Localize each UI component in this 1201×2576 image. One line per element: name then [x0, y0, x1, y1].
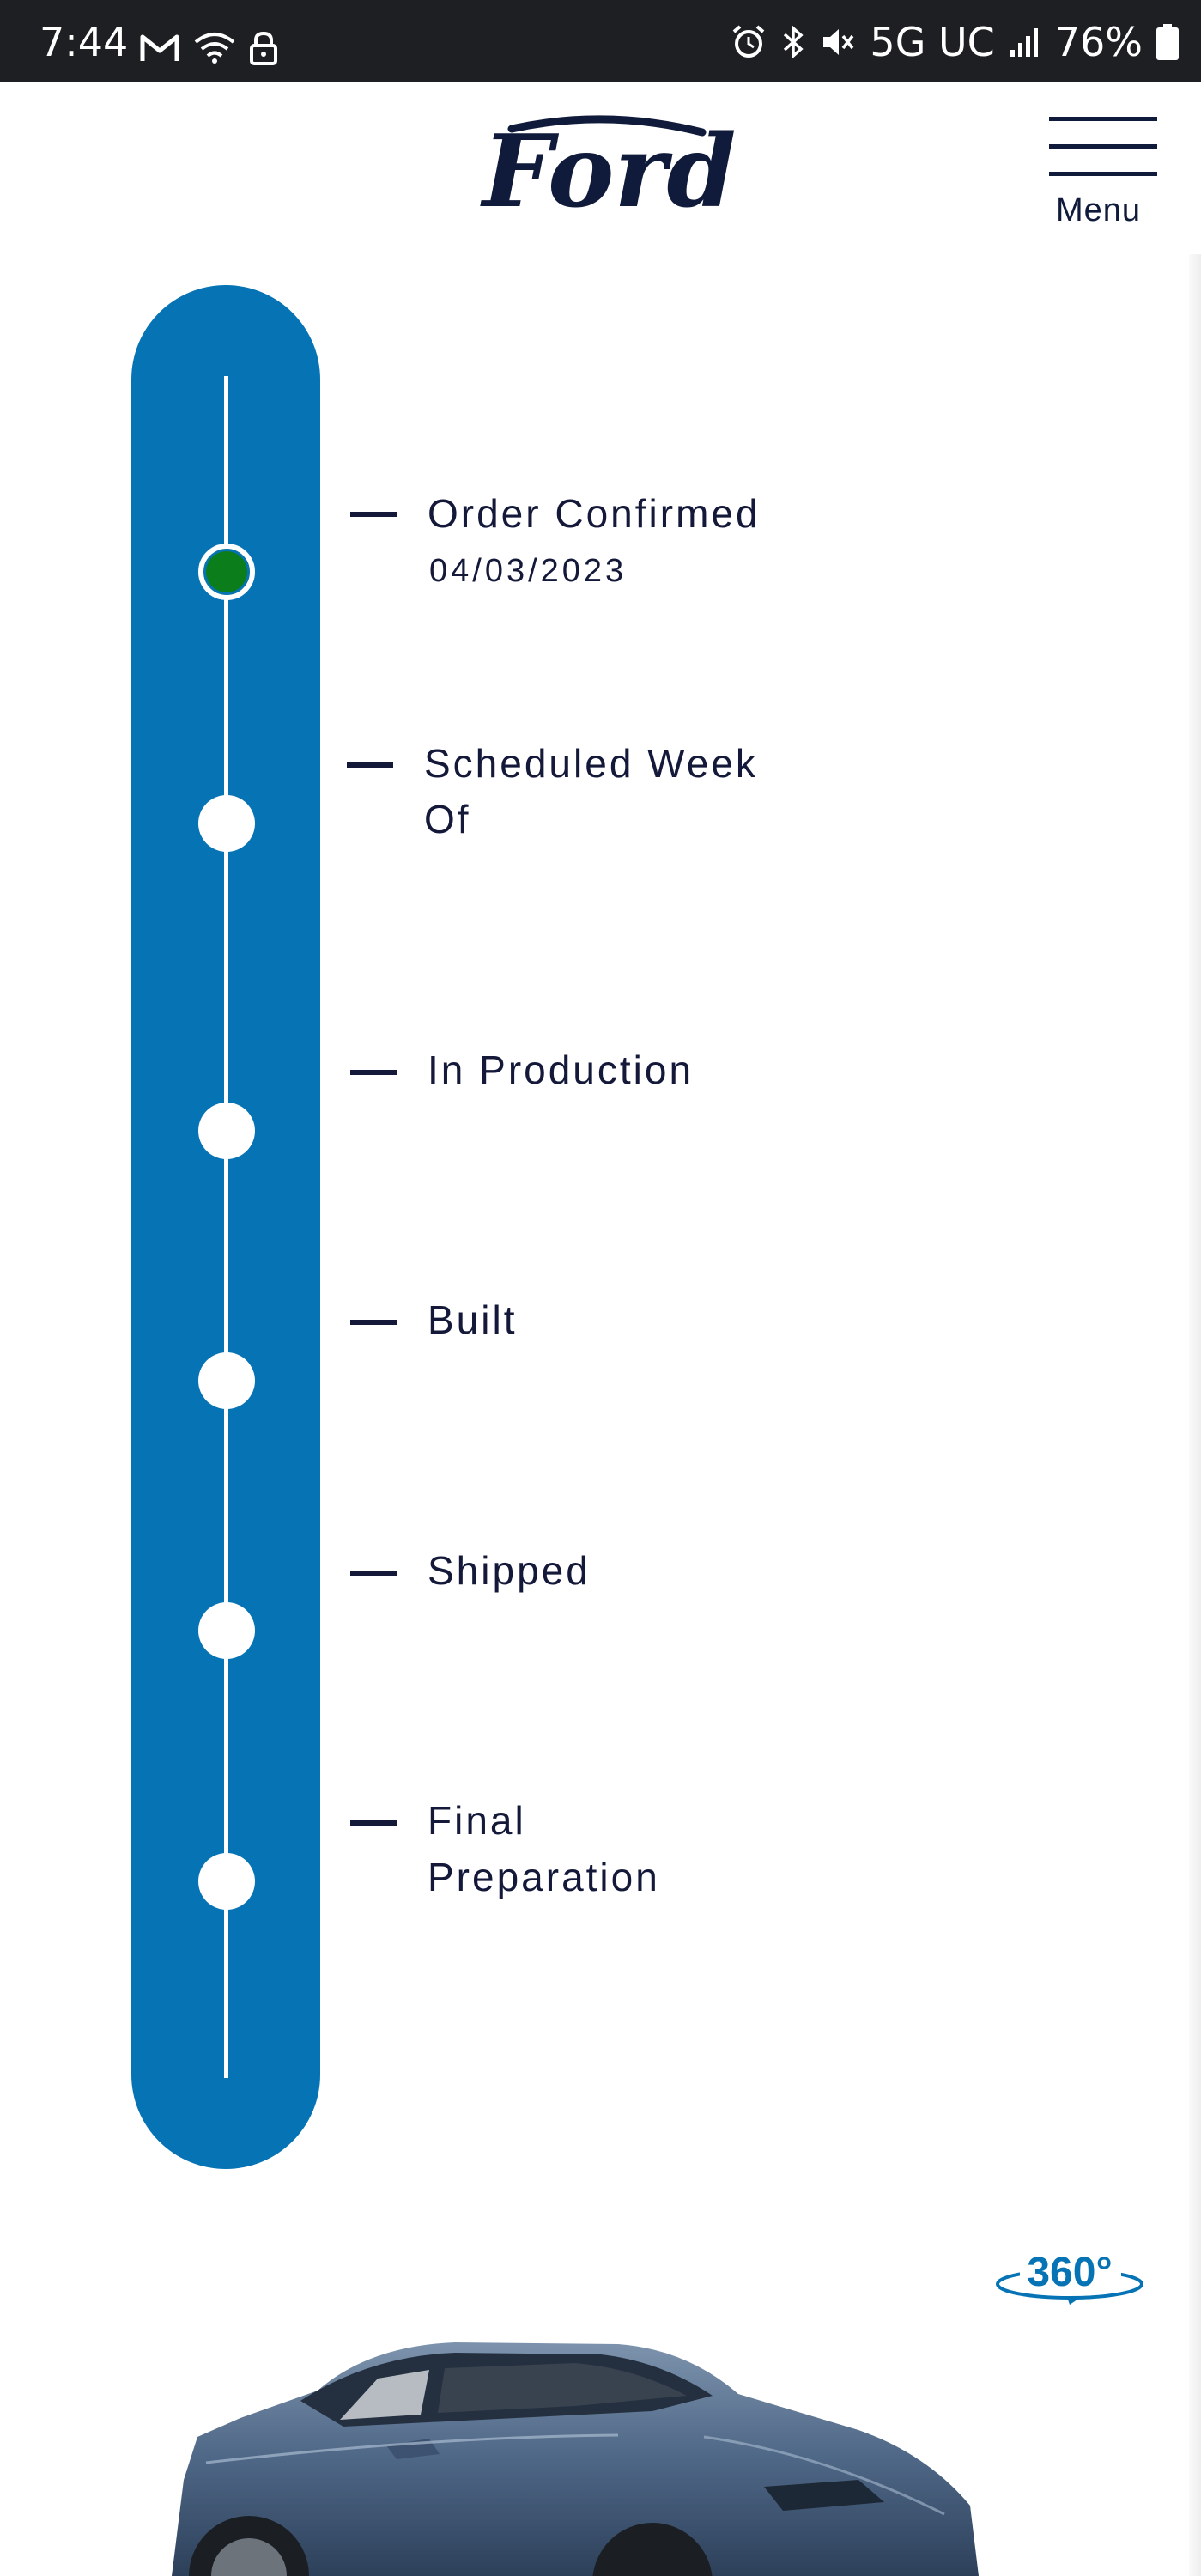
- step-label-scheduled-week-line2: Of: [424, 797, 471, 841]
- step-label-built: Built: [428, 1297, 518, 1342]
- step-node: [198, 795, 255, 852]
- hamburger-line: [1049, 172, 1157, 176]
- network-type: 5G UC: [870, 19, 995, 65]
- view-360-button[interactable]: 360°: [994, 2246, 1149, 2315]
- signal-icon: [1010, 28, 1038, 57]
- status-bar: 7:44 5G UC: [0, 0, 1201, 82]
- step-dash: [350, 1320, 397, 1325]
- step-dash: [350, 512, 397, 517]
- bluetooth-icon: [784, 25, 804, 59]
- hamburger-line: [1049, 144, 1157, 149]
- wifi-icon: [194, 33, 235, 64]
- step-label-in-production: In Production: [428, 1048, 695, 1092]
- step-label-order-confirmed: Order Confirmed: [428, 491, 761, 536]
- step-label-final-preparation: Final: [428, 1798, 526, 1843]
- mute-icon: [823, 29, 854, 55]
- ford-logo[interactable]: Ford: [477, 113, 735, 225]
- hamburger-icon: [1049, 117, 1157, 121]
- gmail-icon: [140, 34, 179, 61]
- step-node: [198, 1352, 255, 1409]
- menu-label: Menu: [1056, 192, 1142, 228]
- step-dash: [350, 1571, 397, 1576]
- menu-button[interactable]: Menu: [1047, 115, 1159, 228]
- step-dash: [347, 762, 393, 768]
- tracker-line: [224, 376, 228, 2078]
- view-360-label: 360°: [1027, 2250, 1112, 2295]
- battery-icon: [1156, 24, 1179, 60]
- site-header: Ford Menu: [0, 82, 1201, 254]
- step-node: [198, 1602, 255, 1659]
- alarm-icon: [733, 25, 765, 58]
- step-label-shipped: Shipped: [428, 1548, 591, 1593]
- vehicle-image[interactable]: [172, 2334, 979, 2576]
- step-node-complete: [198, 544, 255, 600]
- step-label-scheduled-week: Scheduled Week: [424, 741, 758, 786]
- page-edge: [1189, 254, 1201, 2576]
- battery-percent: 76%: [1054, 19, 1143, 65]
- step-node: [198, 1103, 255, 1159]
- step-dash: [350, 1070, 397, 1075]
- step-date: 04/03/2023: [429, 553, 628, 589]
- step-dash: [350, 1820, 397, 1826]
- lock-icon: [250, 31, 277, 65]
- step-node: [198, 1853, 255, 1910]
- status-time: 7:44: [39, 19, 129, 65]
- step-label-final-preparation-line2: Preparation: [428, 1855, 660, 1899]
